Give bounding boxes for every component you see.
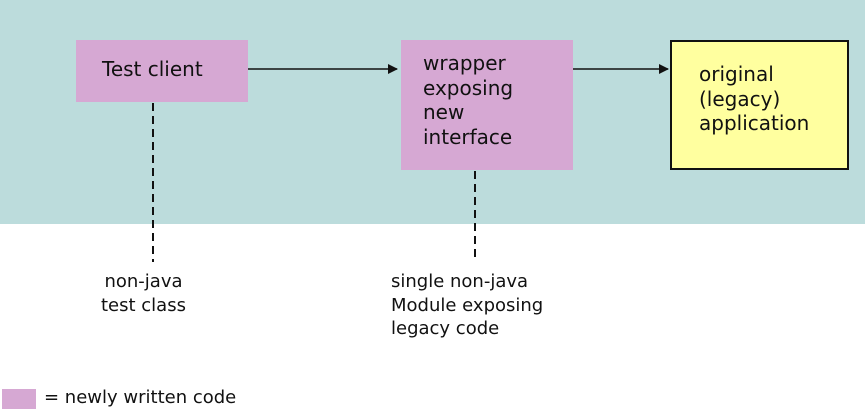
caption-line: test class: [101, 294, 186, 316]
box-label-line: new: [423, 100, 465, 124]
box-label-line: exposing: [423, 75, 514, 100]
test-client-caption: non-java test class: [101, 270, 186, 317]
caption-line: legacy code: [391, 318, 500, 339]
caption-line: non-java: [104, 271, 183, 292]
wrapper-caption: single non-java Module exposing legacy c…: [391, 270, 543, 341]
box-label-line: (legacy): [699, 86, 781, 111]
box-label-line: original: [699, 62, 774, 86]
caption-line: single non-java: [391, 271, 529, 292]
box-label-line: wrapper: [423, 51, 506, 75]
legacy-application-box: original (legacy) application: [670, 40, 849, 170]
wrapper-box: wrapper exposing new interface: [401, 40, 573, 170]
box-label-line: application: [699, 111, 810, 135]
box-label-line: Test client: [102, 57, 203, 81]
test-client-box: Test client: [76, 40, 248, 102]
legend-swatch: [2, 389, 36, 409]
caption-line: Module exposing: [391, 294, 544, 316]
box-label-line: interface: [423, 124, 513, 149]
legend-label: = newly written code: [44, 387, 237, 408]
